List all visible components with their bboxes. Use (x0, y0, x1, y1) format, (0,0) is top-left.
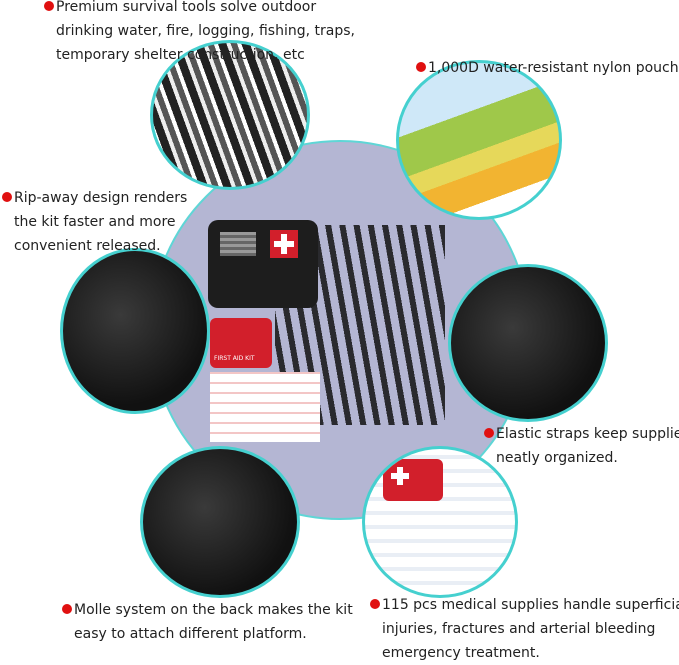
detail-circle-rip-away (60, 248, 210, 414)
bullet-icon (44, 1, 54, 11)
feature-medical: 115 pcs medical supplies handle superfic… (370, 593, 679, 665)
bullet-icon (370, 599, 380, 609)
medical-cross-patch (270, 230, 298, 258)
feature-nylon: 1,000D water-resistant nylon pouch (416, 56, 679, 80)
bullet-icon (416, 62, 426, 72)
detail-circle-tools (150, 40, 310, 190)
detail-circle-waterproof (396, 60, 562, 220)
feature-molle: Molle system on the back makes the kit e… (62, 598, 353, 646)
flag-patch (220, 232, 256, 256)
feature-rip-away: Rip-away design renders the kit faster a… (2, 186, 187, 258)
detail-circle-elastic-straps (448, 264, 608, 422)
medical-supplies-image (210, 372, 320, 442)
feature-elastic: Elastic straps keep supplies neatly orga… (484, 422, 679, 470)
feature-tools: Premium survival tools solve outdoor dri… (44, 0, 355, 67)
first-aid-pouch-icon (383, 459, 443, 501)
bullet-icon (62, 604, 72, 614)
detail-circle-molle (140, 446, 300, 598)
bullet-icon (484, 428, 494, 438)
first-aid-pouch: FIRST AID KIT (210, 318, 272, 368)
detail-circle-medical (362, 446, 518, 598)
molle-pouch-image (208, 220, 318, 308)
bullet-icon (2, 192, 12, 202)
